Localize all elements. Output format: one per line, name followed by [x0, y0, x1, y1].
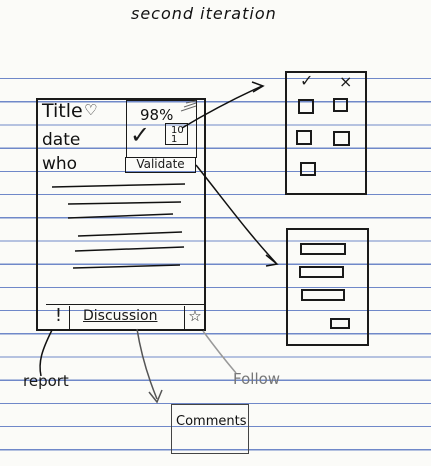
popup-option-box[interactable]: [333, 98, 348, 112]
report-annotation: report: [23, 372, 69, 390]
card-footer-bar: [46, 304, 206, 331]
popup-list-item[interactable]: [300, 243, 346, 255]
vote-count-box[interactable]: [165, 123, 188, 145]
popup-small-button[interactable]: [330, 318, 350, 329]
card-date: date: [42, 130, 81, 150]
heart-icon[interactable]: ♡: [84, 101, 98, 119]
report-icon: !: [54, 305, 63, 326]
star-icon: ☆: [188, 307, 202, 325]
popup-option-box[interactable]: [298, 99, 314, 114]
reject-icon: ×: [339, 72, 353, 91]
vote-count: 10 1: [171, 125, 184, 145]
page-heading: second iteration: [131, 4, 277, 23]
popup-option-box[interactable]: [300, 162, 316, 176]
popup-option-box[interactable]: [296, 130, 312, 145]
discussion-link[interactable]: Discussion: [83, 308, 158, 324]
popup-list-item[interactable]: [299, 266, 344, 278]
card-who: who: [42, 154, 78, 174]
report-button[interactable]: !: [48, 306, 70, 329]
paper-top-area: [0, 0, 431, 56]
validate-button[interactable]: Validate: [125, 157, 196, 173]
comments-label: Comments: [176, 414, 247, 429]
check-icon[interactable]: ✓: [130, 121, 151, 149]
popup-list-item[interactable]: [301, 289, 345, 301]
comments-box[interactable]: [171, 404, 249, 454]
accept-icon: ✓: [300, 71, 314, 90]
follow-button[interactable]: ☆: [184, 306, 205, 329]
card-title: Title: [42, 100, 83, 122]
popup-option-box[interactable]: [333, 131, 350, 146]
validation-popup-panel: [285, 71, 367, 195]
validation-percent: 98%: [140, 106, 174, 124]
follow-annotation: Follow: [233, 370, 281, 388]
discussion-popup-panel: [286, 228, 369, 346]
